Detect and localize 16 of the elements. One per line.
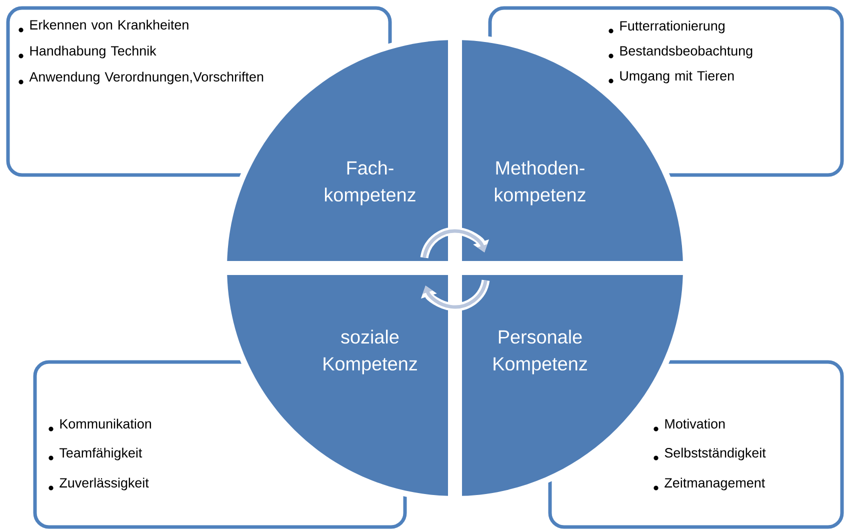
list-item: Selbstständigkeit [654,448,766,460]
list-item: Erkennen von Krankheiten [18,20,188,32]
list-item: Zuverlässigkeit [48,478,149,490]
list-item: Kommunikation [48,418,152,432]
list-item: Bestandsbeobachtung [608,46,752,58]
node-label: Personale Kompetenz [494,330,587,374]
list-item: Anwendung Verordnungen,Vorschriften [18,72,264,84]
list-item: Teamfähigkeit [48,448,142,460]
node-label: Methoden- kompetenz [494,160,586,206]
list-item: Zeitmanagement [654,478,766,490]
list-item: Motivation [654,418,725,432]
node-label: Fach- kompetenz [324,160,416,206]
list-item: Futterrationierung [608,20,724,34]
node-label: soziale Kompetenz [324,330,417,374]
list-item: Umgang mit Tieren [608,70,734,84]
list-item: Handhabung Technik [18,46,156,58]
